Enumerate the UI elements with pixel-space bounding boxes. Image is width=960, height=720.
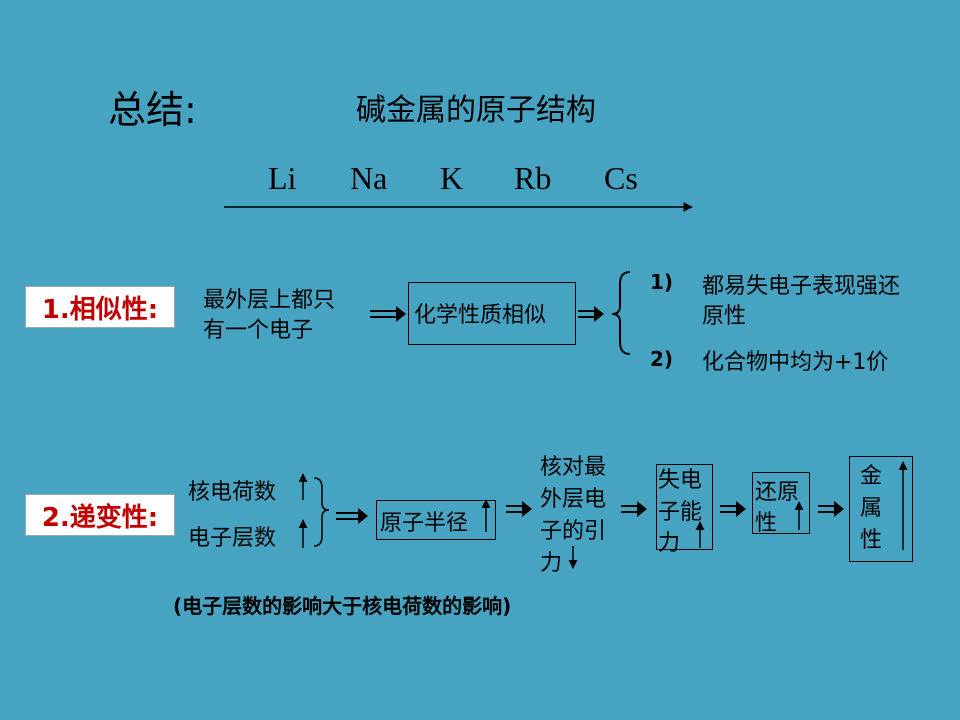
metallicity-box <box>849 456 913 562</box>
right-brace-icon <box>313 477 330 547</box>
double-arrow-icon <box>578 306 604 322</box>
lose-line1: 失电 <box>658 468 703 493</box>
summary-title: 总结: <box>108 88 197 132</box>
reducibility-box <box>752 472 810 534</box>
element-na: Na <box>350 160 388 196</box>
factor-electron-shells: 电子层数 <box>188 526 277 551</box>
point1-number: 1) <box>650 270 674 294</box>
similarity-cause-line2: 有一个电子 <box>203 318 314 343</box>
property-box <box>408 282 576 345</box>
attraction-line1: 核对最 <box>540 455 607 480</box>
radius-text: 原子半径 <box>380 511 469 536</box>
property-text: 化学性质相似 <box>414 303 547 328</box>
factor-nuclear-charge: 核电荷数 <box>188 480 277 505</box>
point1-line2: 原性 <box>702 304 747 329</box>
double-arrow-icon <box>506 501 532 517</box>
influence-note: (电子层数的影响大于核电荷数的影响) <box>173 594 512 618</box>
element-li: Li <box>268 160 297 196</box>
reduce-line1: 还原 <box>755 480 800 505</box>
metal-line2: 属 <box>860 496 883 521</box>
double-arrow-icon <box>336 508 368 524</box>
double-arrow-icon <box>370 306 406 322</box>
radius-box <box>376 500 496 540</box>
similarity-label: 1.相似性: <box>25 286 175 328</box>
lose-line3: 力 <box>658 531 681 556</box>
gradient-label: 2.递变性: <box>25 494 175 536</box>
metal-line3: 性 <box>860 528 883 553</box>
point2-text: 化合物中均为+1价 <box>702 350 889 375</box>
element-k: K <box>440 160 464 196</box>
similarity-cause-line1: 最外层上都只 <box>203 288 336 313</box>
double-arrow-icon <box>621 501 647 517</box>
lose-electron-box <box>656 464 713 550</box>
double-arrow-icon <box>720 501 746 517</box>
metal-line1: 金 <box>860 464 883 489</box>
left-brace-icon <box>611 271 631 355</box>
element-rb: Rb <box>514 160 552 196</box>
attraction-line4: 力 <box>540 551 563 576</box>
point1-line1: 都易失电子表现强还 <box>702 274 901 299</box>
attraction-line2: 外层电 <box>540 487 607 512</box>
lose-line2: 子能 <box>658 500 703 525</box>
reduce-line2: 性 <box>755 511 778 536</box>
element-cs: Cs <box>604 160 638 196</box>
attraction-line3: 子的引 <box>540 519 607 544</box>
section-subtitle: 碱金属的原子结构 <box>356 93 596 128</box>
point2-number: 2) <box>650 347 674 371</box>
double-arrow-icon <box>818 501 844 517</box>
